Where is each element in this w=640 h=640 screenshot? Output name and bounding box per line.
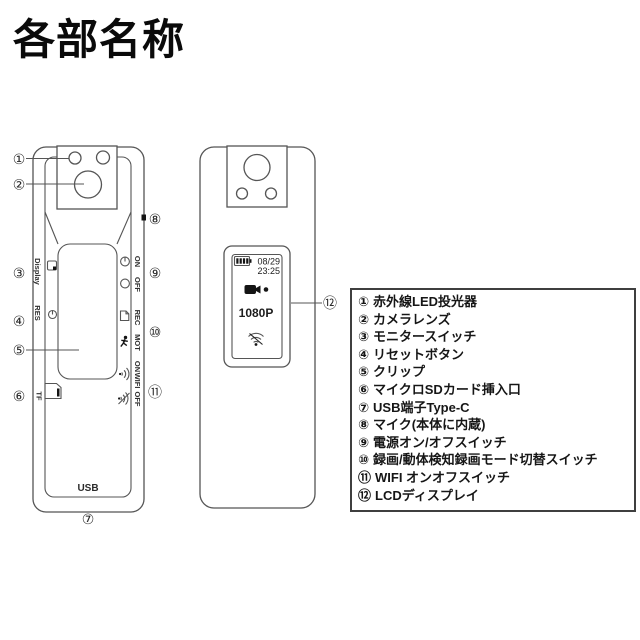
legend-item-label: LCDディスプレイ (375, 487, 479, 503)
clip-outline (57, 243, 118, 380)
ir-led-back-circle (235, 187, 249, 200)
ir-led-back-circle (264, 187, 278, 200)
wifi-on-icon (119, 367, 130, 381)
camcorder-icon (244, 285, 261, 294)
wifi-off-icon (118, 392, 130, 405)
display-side-label: Display (33, 258, 42, 286)
sd-card-icon (44, 382, 62, 400)
callout-4: ④ (13, 313, 26, 329)
mot-label: MOT (133, 334, 142, 351)
tf-side-label: TF (35, 391, 44, 401)
res-side-label: RES (33, 305, 42, 320)
monitor-icon (46, 260, 58, 271)
usb-label: USB (77, 483, 98, 494)
rec-label: REC (133, 310, 142, 326)
back-device-drawing: 08/29 23:25 1080P (199, 145, 316, 509)
legend-item-label: USB端子Type-C (373, 399, 470, 415)
legend-item-number: ⑪ (358, 469, 372, 485)
power-on-icon (120, 256, 130, 267)
legend-item-label: モニタースイッチ (373, 329, 477, 345)
wifi-label: WIFI (133, 373, 142, 389)
legend-item-number: ⑩ (358, 452, 370, 468)
legend-item-label: 録画/動体検知録画モード切替スイッチ (373, 452, 598, 468)
legend-item-label: WIFI オンオフスイッチ (375, 469, 511, 485)
screen-resolution: 1080P (239, 306, 274, 320)
legend-item-number: ⑦ (358, 399, 370, 415)
callout-10: ⑩ (149, 324, 162, 340)
legend-item-label: マイク(本体に内蔵) (373, 417, 486, 433)
power-off-icon (120, 278, 130, 289)
callout-12: ⑫ (323, 295, 337, 311)
legend-item-label: カメラレンズ (373, 311, 451, 327)
legend-item-label: リセットボタン (373, 346, 465, 362)
callout-lines (26, 157, 322, 351)
callout-7: ⑦ (82, 511, 95, 527)
lcd-bezel (223, 245, 291, 368)
callout-3: ③ (13, 265, 26, 281)
callout-9: ⑨ (149, 265, 162, 281)
mic-hole (141, 214, 146, 221)
legend-item-label: マイクロSDカード挿入口 (373, 381, 521, 397)
legend-item-number: ④ (358, 346, 370, 362)
callout-1: ① (13, 151, 26, 167)
legend-item-number: ⑨ (358, 434, 370, 450)
callout-5: ⑤ (13, 342, 26, 358)
legend-item-number: ② (358, 311, 370, 327)
page-title: 各部名称 (13, 16, 186, 63)
front-bevel-line (116, 211, 132, 245)
legend-item-number: ③ (358, 329, 370, 345)
reset-icon (47, 309, 58, 320)
callout-6: ⑥ (13, 388, 26, 404)
legend-item-label: 赤外線LED投光器 (373, 294, 478, 309)
wifi-off-label: OFF (133, 392, 142, 407)
device-diagram: USB Display RES TF ON OFF REC (13, 145, 337, 527)
rec-file-icon (119, 310, 130, 322)
callout-11: ⑪ (148, 384, 162, 400)
camera-head-block (56, 145, 118, 210)
battery-icon (233, 255, 252, 267)
lcd-screen (231, 253, 283, 360)
legend-item-number: ⑤ (358, 364, 370, 380)
front-bevel-line (44, 211, 59, 245)
ir-led-circle (95, 150, 111, 165)
record-dot (263, 287, 269, 292)
wifi-on-label: ON (133, 361, 142, 372)
callout-2: ② (13, 177, 26, 193)
legend-item-label: クリップ (373, 364, 426, 380)
motion-person-icon (120, 335, 128, 348)
legend-item-number: ⑫ (358, 487, 372, 503)
legend-item-number: ⑧ (358, 417, 370, 433)
lens-back-circle (243, 153, 271, 182)
legend-item-label: 電源オン/オフスイッチ (373, 434, 507, 450)
power-off-label: OFF (133, 277, 142, 292)
legend-item-number: ① (358, 294, 370, 309)
front-device-drawing: USB Display RES TF ON OFF REC (32, 145, 146, 513)
legend-item-number: ⑥ (358, 381, 370, 397)
screen-date: 08/29 (257, 257, 280, 267)
screen-time: 23:25 (257, 266, 280, 276)
wifi-icon (248, 332, 264, 346)
callout-8: ⑧ (149, 211, 162, 227)
callout-numbers: ① ② ③ ④ ⑤ ⑥ ⑦ ⑧ ⑨ ⑩ ⑪ ⑫ (13, 151, 337, 527)
power-on-label: ON (133, 256, 142, 267)
